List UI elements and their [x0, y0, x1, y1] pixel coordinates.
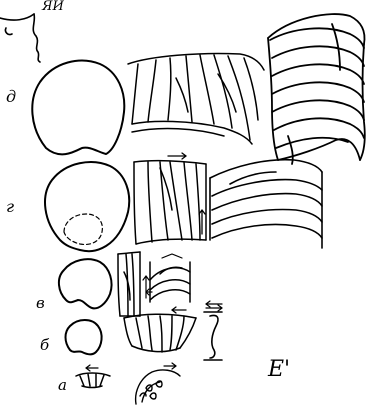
- row-label-d: д: [6, 87, 16, 106]
- wall-fragment-b: [124, 314, 196, 352]
- small-fan-a: [76, 373, 110, 388]
- double-arrow-bracket: [206, 301, 222, 311]
- arched-block-v: [150, 262, 190, 302]
- coiled-fragment: [136, 370, 180, 404]
- panel-label: E': [267, 357, 290, 382]
- arrow-left-a: [86, 365, 98, 371]
- stacked-spiral-shell: [268, 14, 365, 164]
- top-fragment: [0, 14, 40, 62]
- row-label-g: г: [6, 197, 14, 216]
- wall-fragment-d: [128, 53, 264, 144]
- arrow-right-a: [164, 363, 176, 369]
- outline-d: [32, 61, 124, 155]
- arrow-right-g: [168, 153, 186, 159]
- top-label: ЯИ: [41, 0, 64, 14]
- row-label-b: б: [40, 336, 50, 354]
- wall-fragment-v: [118, 252, 140, 316]
- s-bracket: [204, 312, 222, 360]
- wall-fragment-g: [134, 161, 206, 244]
- arrow-left-b: [172, 307, 186, 313]
- outline-g: [45, 162, 129, 251]
- row-label-v: в: [36, 294, 45, 312]
- inner-outline-g: [64, 214, 102, 245]
- outline-v: [59, 259, 112, 308]
- row-label-a: а: [58, 376, 67, 394]
- outline-b: [66, 320, 102, 354]
- curved-layered-block: [210, 160, 322, 248]
